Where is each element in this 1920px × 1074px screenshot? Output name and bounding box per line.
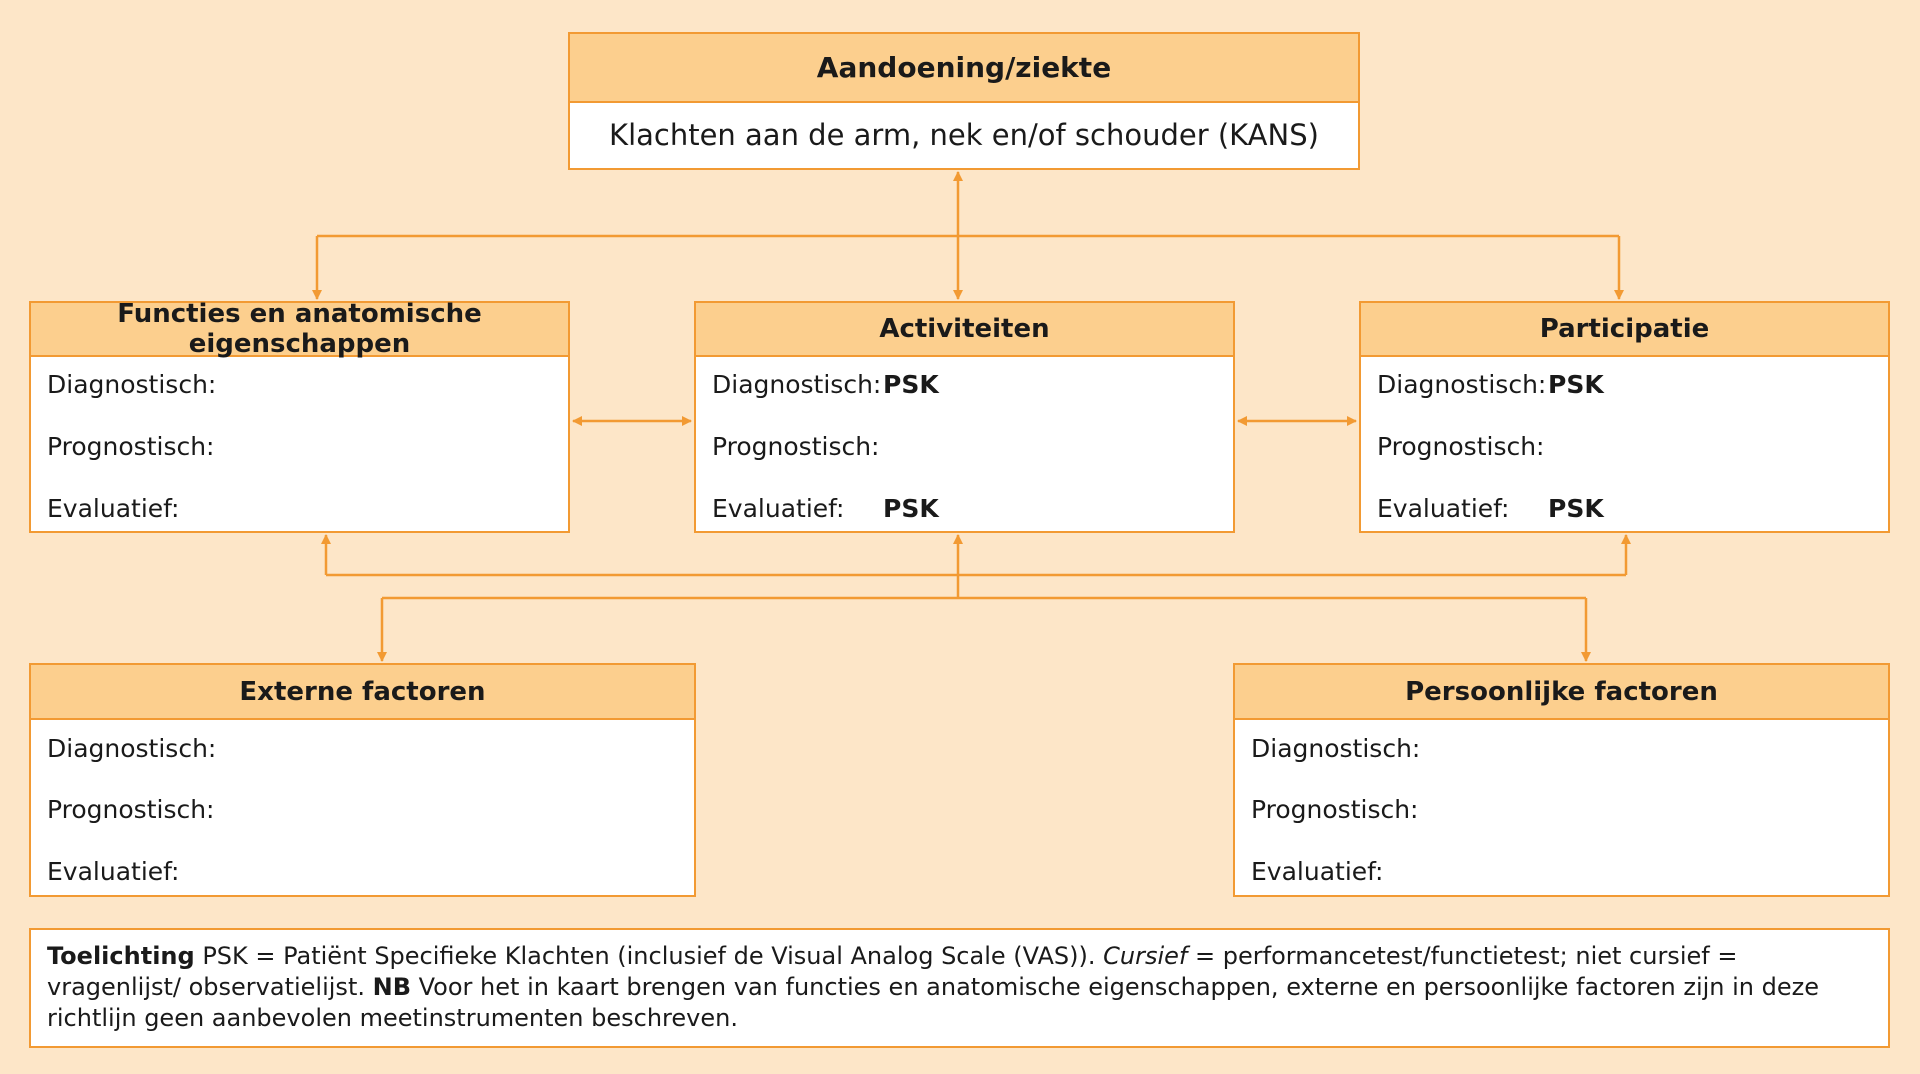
row-value: PSK — [1548, 494, 1604, 523]
activiteiten-diagnostisch-row: Diagnostisch:PSK — [712, 370, 939, 399]
functies-evaluatief-row: Evaluatief: — [47, 494, 179, 523]
row-label: Prognostisch: — [1251, 795, 1419, 824]
externe-title: Externe factoren — [31, 665, 694, 720]
row-value: PSK — [883, 494, 939, 523]
note-italic: Cursief — [1103, 942, 1188, 970]
functies-prognostisch-row: Prognostisch: — [47, 432, 214, 461]
externe-diagnostisch-row: Diagnostisch: — [47, 734, 216, 763]
row-label: Prognostisch: — [47, 432, 215, 461]
row-label: Diagnostisch: — [47, 370, 217, 399]
externe-evaluatief-row: Evaluatief: — [47, 857, 179, 886]
activiteiten-box: Activiteiten Diagnostisch:PSK Prognostis… — [694, 301, 1235, 533]
row-label: Evaluatief: — [712, 494, 845, 523]
participatie-evaluatief-row: Evaluatief: PSK — [1377, 494, 1604, 523]
functies-title: Functies en anatomische eigenschappen — [31, 299, 568, 359]
persoonlijke-diagnostisch-row: Diagnostisch: — [1251, 734, 1420, 763]
row-label: Evaluatief: — [47, 857, 180, 886]
note-text-1: PSK = Patiënt Specifieke Klachten (inclu… — [194, 942, 1104, 970]
row-label: Diagnostisch: — [47, 734, 217, 763]
row-value: PSK — [883, 370, 939, 399]
activiteiten-prognostisch-row: Prognostisch: — [712, 432, 879, 461]
participatie-box: Participatie Diagnostisch:PSK Prognostis… — [1359, 301, 1890, 533]
participatie-title: Participatie — [1361, 303, 1888, 357]
condition-description: Klachten aan de arm, nek en/of schouder … — [609, 118, 1319, 152]
participatie-prognostisch-row: Prognostisch: — [1377, 432, 1544, 461]
externe-prognostisch-row: Prognostisch: — [47, 795, 214, 824]
persoonlijke-factoren-box: Persoonlijke factoren Diagnostisch: Prog… — [1233, 663, 1890, 897]
note-label-nb: NB — [372, 973, 411, 1001]
row-label: Evaluatief: — [47, 494, 180, 523]
activiteiten-title: Activiteiten — [696, 303, 1233, 357]
row-label: Evaluatief: — [1377, 494, 1510, 523]
row-label: Diagnostisch: — [712, 370, 882, 399]
row-label: Diagnostisch: — [1251, 734, 1421, 763]
persoonlijke-title: Persoonlijke factoren — [1235, 665, 1888, 720]
explanation-note: Toelichting PSK = Patiënt Specifieke Kla… — [29, 928, 1890, 1048]
condition-box: Aandoening/ziekte Klachten aan de arm, n… — [568, 32, 1360, 170]
participatie-diagnostisch-row: Diagnostisch:PSK — [1377, 370, 1604, 399]
row-value: PSK — [1548, 370, 1604, 399]
row-label: Diagnostisch: — [1377, 370, 1547, 399]
note-text-3: Voor het in kaart brengen van functies e… — [47, 973, 1819, 1032]
row-label: Evaluatief: — [1251, 857, 1384, 886]
persoonlijke-evaluatief-row: Evaluatief: — [1251, 857, 1383, 886]
row-label: Prognostisch: — [712, 432, 880, 461]
row-label: Prognostisch: — [1377, 432, 1545, 461]
note-text-2: = performancetest/functietest; niet curs… — [47, 942, 1738, 1001]
note-label-toelichting: Toelichting — [47, 942, 195, 970]
externe-factoren-box: Externe factoren Diagnostisch: Prognosti… — [29, 663, 696, 897]
functies-box: Functies en anatomische eigenschappen Di… — [29, 299, 570, 533]
persoonlijke-prognostisch-row: Prognostisch: — [1251, 795, 1418, 824]
functies-diagnostisch-row: Diagnostisch: — [47, 370, 216, 399]
row-label: Prognostisch: — [47, 795, 215, 824]
condition-title: Aandoening/ziekte — [570, 34, 1358, 103]
activiteiten-evaluatief-row: Evaluatief: PSK — [712, 494, 939, 523]
